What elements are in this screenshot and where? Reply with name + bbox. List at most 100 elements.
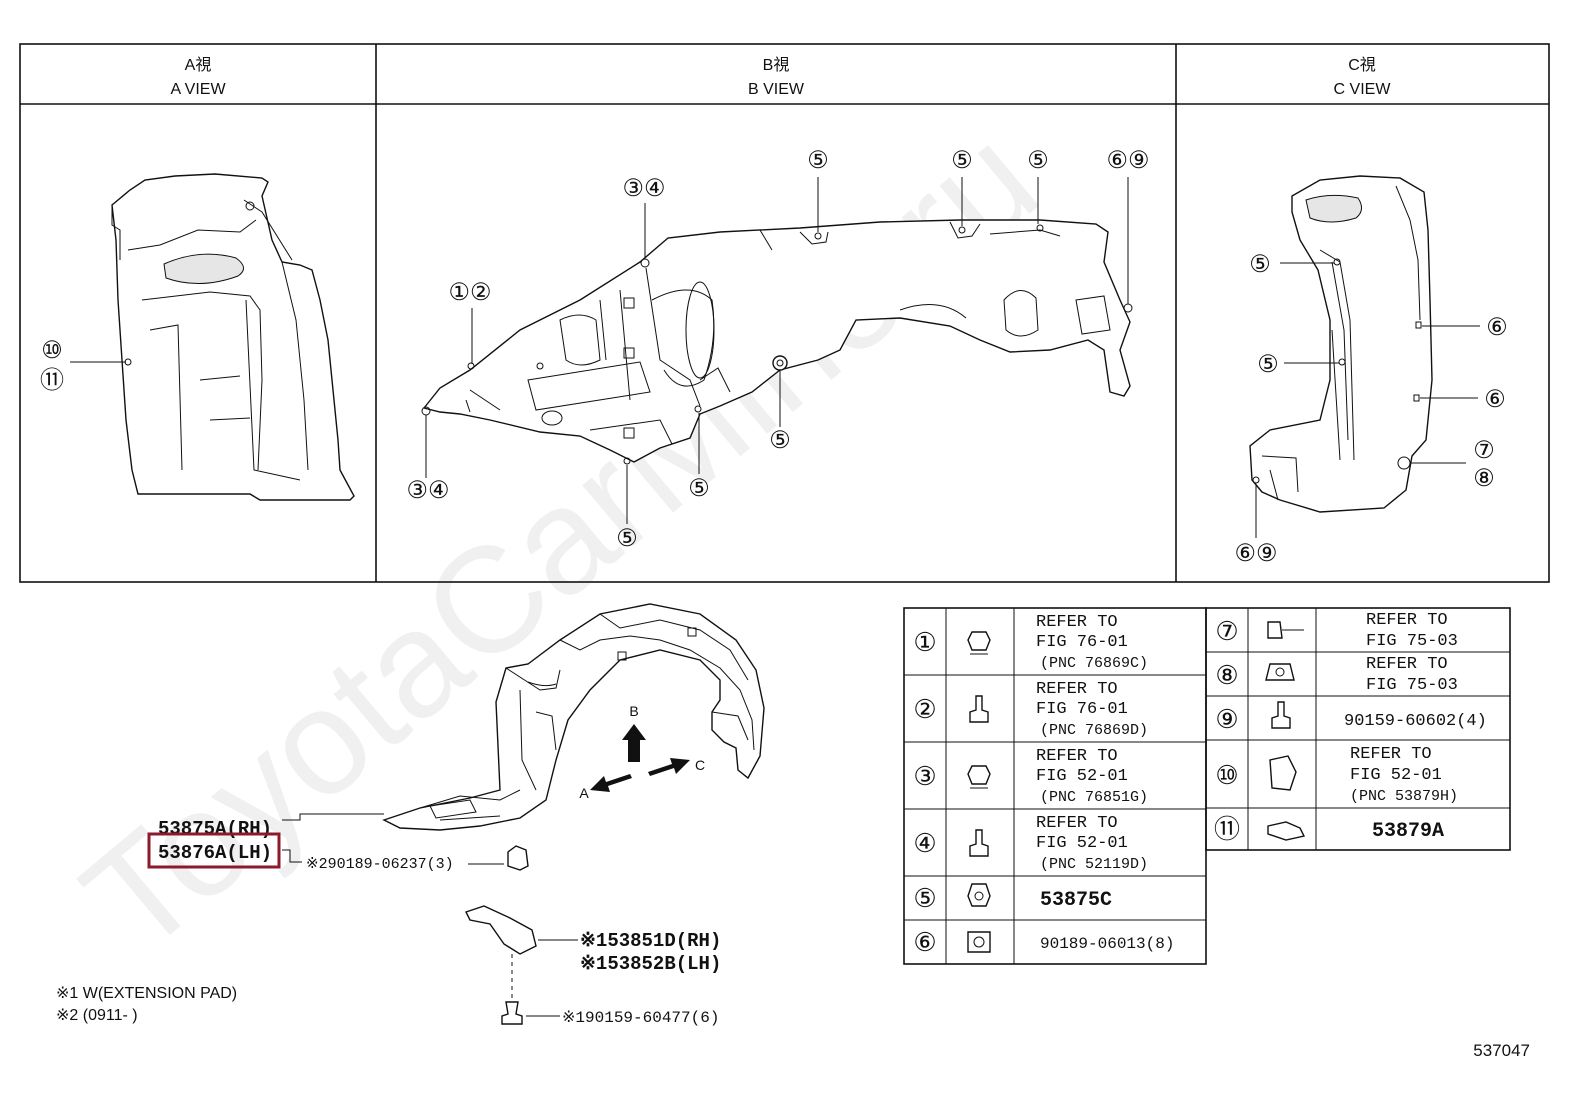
direction-arrows: B A C [579,703,705,801]
clip-icon-1 [967,631,991,655]
callout-5-center: ⑤ [769,427,791,454]
callout-5-bottom: ⑤ [616,525,638,552]
legend-num-6: ⑥ [913,927,936,957]
part-53875a-rh: 53875A(RH) [158,818,272,840]
arrow-c-right [648,758,690,776]
view-a-title-jp: A視 [185,56,212,74]
part-53851d-rh: ※153851D(RH) [580,930,721,952]
callout-c6-9: ⑥⑨ [1234,540,1277,567]
legend-3-line-2: FIG 52-01 [1036,767,1128,786]
legend-4-line-1: REFER TO [1036,814,1118,833]
dir-label-a: A [579,785,589,801]
screw-icon-2 [969,695,989,723]
a-view-callouts: ⑩ ⑪ [40,337,126,394]
legend-8-line-2: FIG 75-03 [1366,676,1458,695]
c-view-callouts: ⑤ ⑤ ⑥ ⑥ ⑦ ⑧ ⑥⑨ [1234,251,1507,567]
legend-num-9: ⑨ [1215,704,1238,734]
dir-label-b: B [629,703,638,719]
part-53852b-lh: ※153852B(LH) [580,953,721,975]
legend-7-line-2: FIG 75-03 [1366,632,1458,651]
screw-icon-9 [1271,701,1291,729]
legend-5-part: 53875C [1040,889,1112,912]
legend-num-8: ⑧ [1215,660,1238,690]
bolt-icon-7 [1267,621,1304,639]
clip-icon-10 [1269,755,1297,791]
nut-icon-6 [967,931,991,953]
legend-num-1: ① [913,627,936,657]
legend-1-line-1: REFER TO [1036,613,1118,632]
callout-5-top-1: ⑤ [807,147,829,174]
c-view-liner-drawing [1249,175,1433,513]
legend-num-3: ③ [913,761,936,791]
callout-c6-lower: ⑥ [1484,386,1506,413]
clip-icon-3 [967,765,991,789]
views-frame: A視 A VIEW B視 B VIEW C視 C VIEW [19,43,1550,583]
legend-8-line-1: REFER TO [1366,655,1448,674]
legend-table-right: ⑦ ⑧ ⑨ ⑩ ⑪ REFER TO FIG 75-03 REFER TO FI… [1205,607,1511,851]
callout-6-9: ⑥⑨ [1106,147,1149,174]
legend-num-5: ⑤ [913,883,936,913]
legend-2-line-1: REFER TO [1036,680,1118,699]
view-c-title-jp: C視 [1348,56,1376,74]
callout-c5-top: ⑤ [1249,251,1271,278]
legend-num-7: ⑦ [1215,616,1238,646]
legend-num-4: ④ [913,828,936,858]
view-b-title: B VIEW [748,81,805,98]
figure-number: 537047 [1473,1041,1530,1060]
legend-4-line-2: FIG 52-01 [1036,834,1128,853]
clip-icon [507,845,529,871]
main-part-labels: 53875A(RH) 53876A(LH) ※290189-06237(3) ※… [147,813,721,1027]
callout-5-mid: ⑤ [688,475,710,502]
legend-4-line-3: (PNC 52119D) [1040,856,1148,873]
part-screw-90159-60477: ※190159-60477(6) [562,1009,719,1027]
rivet-icon-5 [967,883,991,907]
legend-7-line-1: REFER TO [1366,611,1448,630]
callout-3-4-left: ③④ [406,477,449,504]
legend-2-line-3: (PNC 76869D) [1040,722,1148,739]
extension-pad [465,905,537,955]
legend-10-line-2: FIG 52-01 [1350,766,1442,785]
legend-num-2: ② [913,694,936,724]
callout-c7: ⑦ [1473,437,1495,464]
part-clip-90189-06237: ※290189-06237(3) [306,856,454,873]
dir-label-c: C [695,757,705,773]
legend-table-left: ① ② ③ ④ ⑤ ⑥ REFER TO FIG 76-01 (PNC 7686… [903,607,1207,965]
arrow-a-left [590,774,632,792]
legend-1-line-3: (PNC 76869C) [1040,655,1148,672]
part-53876a-lh[interactable]: 53876A(LH) [158,842,272,864]
callout-c6-upper: ⑥ [1486,314,1508,341]
callout-c5-mid: ⑤ [1257,351,1279,378]
legend-num-10: ⑩ [1215,760,1238,790]
legend-3-line-1: REFER TO [1036,747,1118,766]
legend-3-line-3: (PNC 76851G) [1040,789,1148,806]
fastener-icon-11 [1267,821,1306,841]
legend-num-11: ⑪ [1214,814,1240,844]
view-a-title: A VIEW [170,81,226,98]
grommet-icon-8 [1265,663,1295,681]
callout-1-2: ①② [448,279,491,306]
legend-6-part: 90189-06013(8) [1040,935,1174,953]
footnotes: ※1 W(EXTENSION PAD) ※2 (0911- ) [56,985,237,1024]
callout-c8: ⑧ [1473,465,1495,492]
highlight-53876a [147,832,281,869]
a-view-liner-drawing [111,173,355,501]
view-c-title: C VIEW [1334,81,1392,98]
screw-icon-4 [969,829,989,857]
callout-11: ⑪ [40,367,64,394]
legend-10-line-1: REFER TO [1350,745,1432,764]
legend-2-line-2: FIG 76-01 [1036,700,1128,719]
note-2: ※2 (0911- ) [56,1007,138,1024]
screw-icon [501,1001,523,1025]
note-1: ※1 W(EXTENSION PAD) [56,985,237,1002]
callout-5-top-2: ⑤ [951,147,973,174]
main-liner-drawing [382,603,765,831]
legend-1-line-2: FIG 76-01 [1036,633,1128,652]
callout-3-4-top: ③④ [622,175,665,202]
callout-5-top-3: ⑤ [1027,147,1049,174]
callout-10: ⑩ [41,337,63,364]
legend-9-part: 90159-60602(4) [1344,712,1487,731]
legend-10-line-3: (PNC 53879H) [1350,788,1458,805]
b-view-callouts: ③④ ①② ③④ ⑤ ⑤ ⑤ ⑤ ⑤ ⑤ ⑥⑨ [406,147,1149,552]
view-b-title-jp: B視 [763,56,790,74]
